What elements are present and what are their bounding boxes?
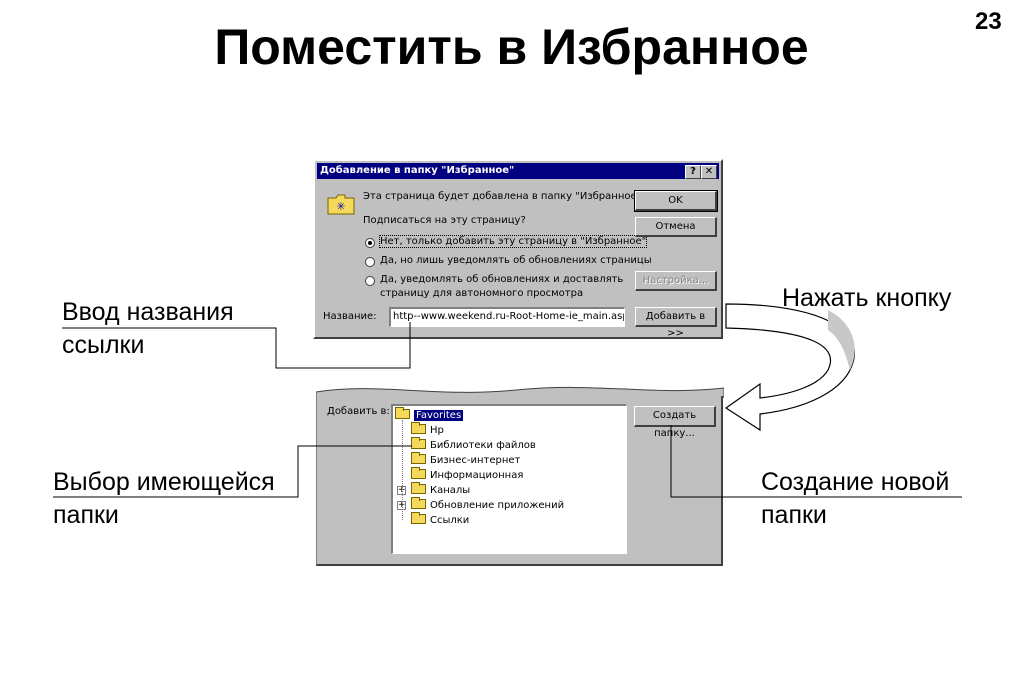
ok-button[interactable]: OK — [634, 190, 718, 212]
panel-torn-edge — [316, 386, 724, 398]
name-input[interactable]: http--www.weekend.ru-Root-Home-ie_main.a… — [389, 307, 625, 327]
radio-notify-download-label-2: страницу для автономного просмотра — [380, 288, 584, 299]
folder-panel: Добавить в: Favorites Hp Библиотеки файл… — [316, 396, 723, 566]
tree-item[interactable]: Бизнес-интернет — [411, 452, 521, 468]
tree-item[interactable]: Библиотеки файлов — [411, 437, 536, 453]
folder-open-icon — [395, 407, 410, 419]
slide-title: Поместить в Избранное — [214, 19, 809, 75]
annotation-choose-folder: Выбор имеющейся папки — [53, 466, 275, 532]
tree-item-label: Ссылки — [430, 515, 470, 526]
tree-item[interactable]: Каналы — [411, 482, 471, 498]
folder-icon — [411, 467, 426, 479]
tree-item[interactable]: Ссылки — [411, 512, 470, 528]
radio-no-subscribe-label: Нет, только добавить эту страницу в "Изб… — [378, 235, 648, 248]
tree-item-label: Информационная — [430, 470, 524, 481]
tree-item-label: Бизнес-интернет — [430, 455, 521, 466]
annotation-line: ссылки — [62, 331, 145, 359]
tree-item-favorites[interactable]: Favorites — [395, 407, 464, 423]
annotation-line: папки — [53, 501, 119, 529]
add-favorite-dialog: Добавление в папку "Избранное" ? ✕ ✳ Эта… — [313, 159, 723, 339]
radio-notify-only-label: Да, но лишь уведомлять об обновлениях ст… — [380, 255, 652, 266]
tree-item-label: Favorites — [414, 410, 464, 421]
dialog-title: Добавление в папку "Избранное" — [320, 165, 515, 176]
tree-item[interactable]: Hp — [411, 422, 444, 438]
tree-item[interactable]: Обновление приложений — [411, 497, 565, 513]
annotation-name-input: Ввод названия ссылки — [62, 296, 234, 362]
tree-item-label: Каналы — [430, 485, 471, 496]
expand-icon[interactable]: + — [397, 500, 406, 510]
folder-tree[interactable]: Favorites Hp Библиотеки файлов Бизнес-ин… — [391, 404, 627, 554]
folder-icon — [411, 512, 426, 524]
annotation-line: Создание новой — [761, 468, 950, 496]
folder-icon — [411, 482, 426, 494]
dialog-titlebar: Добавление в папку "Избранное" ? ✕ — [317, 163, 719, 179]
leader-choose-folder — [53, 445, 412, 498]
folder-icon — [411, 452, 426, 464]
help-button[interactable]: ? — [685, 165, 701, 179]
slide-number: 23 — [975, 8, 1002, 35]
annotation-line: Ввод названия — [62, 298, 234, 326]
add-to-button[interactable]: Добавить в >> — [635, 307, 717, 339]
tree-connector — [402, 420, 403, 520]
radio-no-subscribe[interactable] — [365, 238, 375, 248]
annotation-new-folder: Создание новой папки — [761, 466, 949, 532]
leader-new-folder — [670, 425, 962, 498]
leader-name-input — [62, 322, 411, 369]
dialog-message: Эта страница будет добавлена в папку "Из… — [363, 191, 645, 202]
radio-notify-download-label: Да, уведомлять об обновлениях и доставля… — [380, 274, 624, 285]
cancel-button[interactable]: Отмена — [635, 217, 717, 237]
folder-icon — [411, 437, 426, 449]
settings-button[interactable]: Настройка... — [635, 271, 717, 291]
tree-item-label: Библиотеки файлов — [430, 440, 536, 451]
annotation-line: Выбор имеющейся — [53, 468, 275, 496]
tree-item-label: Hp — [430, 425, 444, 436]
expand-icon[interactable]: + — [397, 485, 406, 495]
favorites-folder-icon: ✳ — [327, 193, 355, 215]
tree-item-label: Обновление приложений — [430, 500, 565, 511]
annotation-press-button: Нажать кнопку — [782, 284, 952, 312]
radio-notify-only[interactable] — [365, 257, 375, 267]
create-folder-button[interactable]: Создать папку... — [634, 406, 716, 439]
add-to-label: Добавить в: — [327, 406, 390, 417]
svg-text:✳: ✳ — [336, 200, 345, 213]
tree-item[interactable]: Информационная — [411, 467, 524, 483]
folder-icon — [411, 497, 426, 509]
annotation-line: папки — [761, 501, 827, 529]
folder-icon — [411, 422, 426, 434]
close-button[interactable]: ✕ — [701, 165, 717, 179]
name-label: Название: — [323, 311, 377, 322]
radio-notify-download[interactable] — [365, 276, 375, 286]
subscribe-question: Подписаться на эту страницу? — [363, 215, 526, 226]
curved-arrow — [724, 303, 855, 432]
